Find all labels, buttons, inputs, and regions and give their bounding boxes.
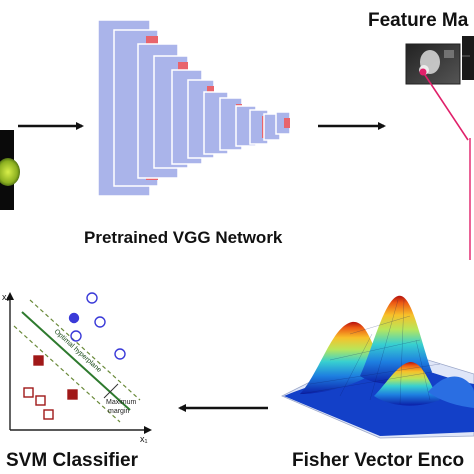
feature-maps-label: Feature Ma <box>368 10 469 31</box>
svm-point <box>23 387 34 398</box>
svm-margin-label: Maximum <box>106 399 137 406</box>
fisher-vector-surface <box>281 295 474 439</box>
svm-class-a-points <box>68 292 126 360</box>
svm-point <box>114 348 126 360</box>
svm-point-support <box>33 355 44 366</box>
vgg-pooling-stripe <box>284 118 290 128</box>
svm-point <box>94 316 106 328</box>
svm-point-support <box>67 389 78 400</box>
svm-y-label: x₂ <box>2 292 11 302</box>
svm-point <box>43 409 54 420</box>
fisher-vector-label: Fisher Vector Enco <box>292 450 465 471</box>
feature-line <box>422 71 469 141</box>
svm-margin-arrow <box>103 383 119 399</box>
svm-margin-upper <box>29 299 141 401</box>
input-leaf-image <box>0 130 20 210</box>
svm-x-label: x₁ <box>140 434 148 444</box>
svm-point <box>35 395 46 406</box>
svm-class-b-points <box>23 355 78 420</box>
svm-point-support <box>68 312 80 324</box>
svm-margin-lower <box>13 325 121 423</box>
svm-margin-label-2: margin <box>108 408 130 415</box>
vgg-network-label: Pretrained VGG Network <box>84 228 283 247</box>
vgg-network-blocks <box>97 19 291 197</box>
svm-point <box>70 330 82 342</box>
svm-hyperplane <box>21 311 131 411</box>
svm-plot: x₂ x₁ Optimal hyperplane Maximum margin <box>2 292 152 444</box>
feature-map-thumbnails <box>405 36 474 141</box>
svm-classifier-label: SVM Classifier <box>6 450 138 471</box>
svm-point <box>86 292 98 304</box>
svm-hyperplane-label: Optimal hyperplane <box>53 328 103 374</box>
